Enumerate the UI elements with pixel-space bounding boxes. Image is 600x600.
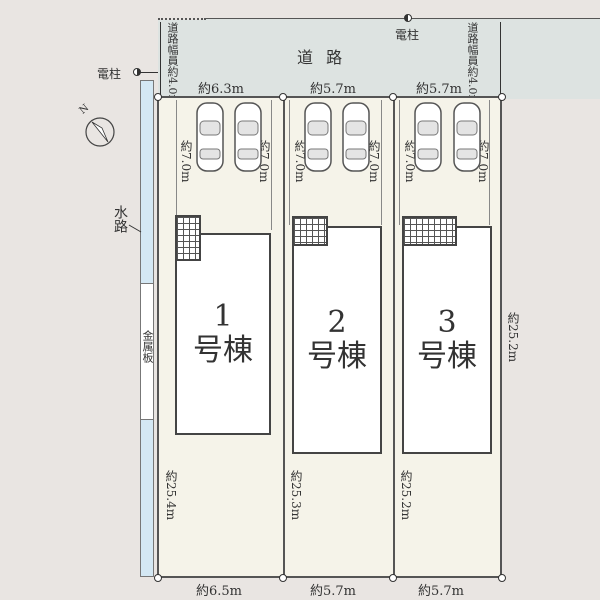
depth-lot-2: 約25.3m — [289, 470, 303, 521]
compass-icon — [85, 117, 115, 147]
utility-pole-top-label: 電柱 — [395, 28, 420, 42]
road-width-arrow-left — [160, 22, 161, 97]
road-boundary-dotted — [158, 18, 206, 20]
depth-lot-3: 約25.2m — [399, 470, 413, 521]
road-label: 道 路 — [297, 48, 347, 67]
boundary-marker — [279, 93, 287, 101]
road — [158, 20, 208, 98]
utility-pole-left-label: 電柱 — [97, 67, 122, 81]
rear-width-lot-1: 約6.5m — [196, 584, 243, 599]
metal-plate — [140, 283, 154, 420]
metal-plate-label: 金属板 — [141, 330, 154, 363]
porch-2 — [292, 216, 328, 246]
boundary-marker — [498, 93, 506, 101]
car-icon — [304, 102, 332, 172]
boundary-marker — [154, 574, 162, 582]
rear-width-lot-3: 約5.7m — [418, 584, 465, 599]
parking-arrow — [381, 100, 382, 225]
utility-pole-icon — [404, 14, 412, 22]
boundary-marker — [279, 574, 287, 582]
parking-arrow — [176, 100, 177, 230]
parking-arrow — [271, 100, 272, 230]
boundary-marker — [154, 93, 162, 101]
building-name: 号棟 — [193, 333, 253, 368]
building-number: 1 — [213, 299, 233, 334]
road-width-right: 道路幅員約4.0m — [466, 22, 479, 105]
waterway-label: 水路 — [112, 205, 128, 233]
frontage-lot-2: 約5.7m — [310, 82, 357, 97]
boundary-marker — [389, 93, 397, 101]
parking-arrow — [289, 100, 290, 225]
rear-width-lot-2: 約5.7m — [310, 584, 357, 599]
car-icon — [196, 102, 224, 172]
parking-depth-label: 約7.0m — [403, 140, 417, 183]
road-main — [205, 18, 600, 99]
building-number: 2 — [327, 305, 347, 340]
building-number: 3 — [437, 305, 457, 340]
boundary-marker — [389, 574, 397, 582]
car-icon — [453, 102, 481, 172]
parking-depth-label: 約7.0m — [367, 140, 381, 183]
parking-depth-label: 約7.0m — [179, 140, 193, 183]
road-width-arrow-right — [500, 22, 501, 97]
porch-1 — [175, 215, 201, 261]
parking-arrow — [399, 100, 400, 225]
depth-lot-1: 約25.4m — [164, 470, 178, 521]
boundary-marker — [498, 574, 506, 582]
pole-line — [140, 72, 158, 73]
porch-3 — [402, 216, 457, 246]
car-icon — [342, 102, 370, 172]
road-width-left: 道路幅員約4.0m — [166, 22, 179, 105]
frontage-lot-1: 約6.3m — [198, 82, 245, 97]
parking-arrow — [489, 100, 490, 225]
frontage-lot-3: 約5.7m — [416, 82, 463, 97]
car-icon — [234, 102, 262, 172]
building-name: 号棟 — [417, 339, 477, 374]
car-icon — [414, 102, 442, 172]
parking-depth-label: 約7.0m — [293, 140, 307, 183]
depth-right: 約25.2m — [506, 312, 520, 363]
building-name: 号棟 — [307, 339, 367, 374]
